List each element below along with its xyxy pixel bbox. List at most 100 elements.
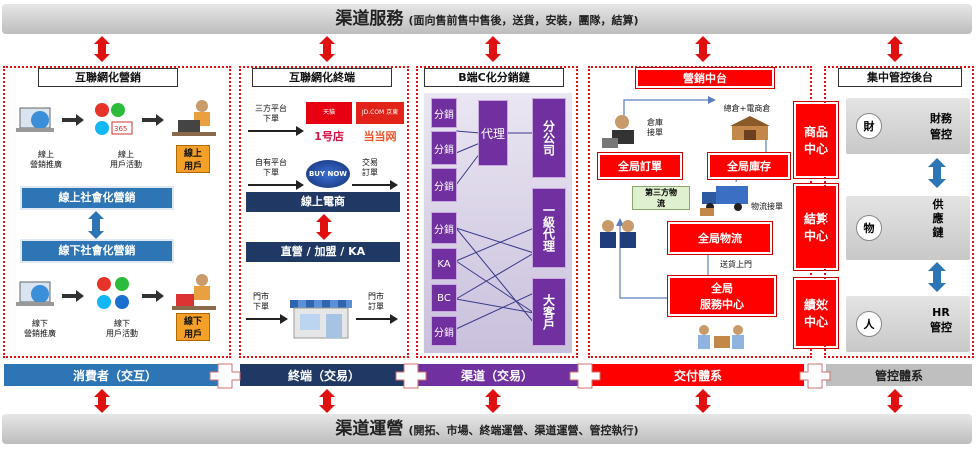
warehouse-icon xyxy=(730,116,770,140)
social-apps-icon xyxy=(97,277,129,309)
third-party-order-label: 三方平台 下單 xyxy=(255,104,287,123)
settlement-center-box[interactable]: 結算 中心 xyxy=(794,184,838,270)
third-party-logistics-box: 第三方物 流 xyxy=(632,186,690,210)
double-arrow-icon xyxy=(928,262,946,292)
tab-channel: 渠道（交易） xyxy=(416,364,578,386)
dangdang-logo-text: 当当网 xyxy=(363,130,397,143)
panel5-title: 集中管控後台 xyxy=(838,68,962,87)
arrow-right-icon xyxy=(142,114,164,126)
logistics-receive-label: 物流接單 xyxy=(751,202,783,211)
dist-left-5: BC xyxy=(431,284,457,312)
key-account-box: 大客戶 xyxy=(532,278,566,346)
offline-social-marketing: 線下社會化營銷 xyxy=(20,239,174,263)
buy-now-icon[interactable]: BUY NOW xyxy=(306,160,350,188)
red-vertical-double-arrow xyxy=(316,214,332,240)
plus-icon xyxy=(395,363,427,389)
global-service-box[interactable]: 全局 服務中心 xyxy=(668,276,776,316)
panel-internet-terminal xyxy=(239,66,409,358)
supply-label: 供 應 鏈 xyxy=(932,198,944,239)
online-ecommerce-bar: 線上電商 xyxy=(246,192,400,212)
team-icon xyxy=(600,220,636,248)
person-shopping-icon xyxy=(172,274,216,310)
tab-control: 管控體系 xyxy=(826,364,972,386)
finance-label: 財務 管控 xyxy=(930,112,952,141)
warehouse-top-label: 總倉+電商倉 xyxy=(723,104,771,113)
store-order-in-label: 門市 下單 xyxy=(253,292,269,311)
tmall-logo: 天貓 TMALL.COM xyxy=(306,102,352,138)
panel1-title: 互聯網化營銷 xyxy=(38,68,178,87)
plus-icon xyxy=(569,363,601,389)
tab-terminal: 終端（交易） xyxy=(240,364,408,386)
dist-left-1: 分銷 xyxy=(431,131,457,165)
truck-icon xyxy=(700,186,748,216)
offline-activity-label: 線下 用戶活動 xyxy=(106,319,138,338)
global-order-box[interactable]: 全局訂單 xyxy=(598,153,682,179)
computer-globe-icon xyxy=(16,107,54,132)
double-arrow-icon xyxy=(887,389,903,413)
online-activity-label: 線上 用戶活動 xyxy=(110,150,142,169)
person-laptop-icon xyxy=(172,100,216,136)
panel-central-backend xyxy=(824,66,974,358)
tmall-logo-text: 天貓 TMALL.COM xyxy=(311,109,347,138)
double-arrow-icon xyxy=(695,389,711,413)
global-logistics-box[interactable]: 全局物流 xyxy=(668,222,772,254)
dist-left-4: KA xyxy=(431,248,457,280)
branch-company-box: 分公司 xyxy=(532,98,566,178)
top-arrows xyxy=(94,36,903,62)
double-arrow-icon xyxy=(319,36,335,62)
top-band: 渠道服務 (面向售前售中售後，送貨，安裝，團隊，結算) xyxy=(2,4,972,34)
third-party-arrow xyxy=(248,126,304,136)
product-center-box[interactable]: 商品 中心 xyxy=(794,102,838,178)
tab-delivery: 交付體系 xyxy=(592,364,804,386)
double-arrow-icon xyxy=(319,389,335,413)
trade-order-label: 交易 訂單 xyxy=(362,158,378,177)
double-arrow-icon xyxy=(887,36,903,62)
store-out-arrow xyxy=(356,314,398,324)
direct-franchise-ka-bar: 直營 / 加盟 / KA xyxy=(246,242,400,262)
service-people-icon xyxy=(698,325,744,349)
double-arrow-icon xyxy=(695,36,711,62)
bottom-band-subtitle: (開拓、市場、終端運營、渠道運營、管控執行) xyxy=(408,424,639,437)
dist-left-3: 分銷 xyxy=(431,212,457,244)
blue-vertical-arrow-1 xyxy=(928,158,946,188)
own-platform-label: 自有平台 下單 xyxy=(255,158,287,177)
double-arrow-icon xyxy=(485,36,501,62)
arrow-right-icon xyxy=(62,290,84,302)
jd-logo: JD.COM 京東 xyxy=(356,102,404,124)
performance-center-box[interactable]: 績效 中心 xyxy=(794,278,838,348)
arrow-right-icon xyxy=(248,126,304,136)
blue-vertical-arrow-2 xyxy=(928,262,946,292)
delivery-label: 送貨上門 xyxy=(720,260,752,269)
double-arrow-icon xyxy=(94,36,110,62)
arrow-right-icon xyxy=(142,290,164,302)
offline-promo-label: 線下 營銷推廣 xyxy=(24,319,56,338)
bottom-band-title: 渠道運營 xyxy=(335,419,404,439)
third-party-logistics-text: 第三方物 流 xyxy=(645,188,677,208)
tab-consumer: 消費者（交互） xyxy=(4,364,226,386)
agent-box: 代理 xyxy=(478,100,508,166)
supply-chain-box: 物 供 應 鏈 xyxy=(846,196,970,260)
plus-icon xyxy=(799,363,831,389)
arrow-right-icon xyxy=(62,114,84,126)
double-arrow-icon xyxy=(485,389,501,413)
top-band-subtitle: (面向售前售中售後，送貨，安裝，團隊，結算) xyxy=(408,14,639,27)
arrow-right-icon xyxy=(352,180,398,190)
hr-circle: 人 xyxy=(856,311,882,337)
dangdang-logo: 当当网 xyxy=(356,128,404,146)
trade-order-arrow xyxy=(352,180,398,190)
global-inventory-box[interactable]: 全局庫存 xyxy=(708,153,790,179)
dist-left-0: 分銷 xyxy=(431,98,457,128)
finance-circle: 財 xyxy=(856,113,882,139)
double-arrow-icon xyxy=(88,211,104,239)
yhd-logo: 1号店 xyxy=(306,128,352,146)
store-in-arrow xyxy=(246,314,288,324)
panel-internet-marketing xyxy=(3,66,231,358)
online-promo-label: 線上 營銷推廣 xyxy=(30,150,62,169)
panel2-title: 互聯網化終端 xyxy=(252,68,392,87)
panel-b2c-distribution xyxy=(416,66,578,358)
online-social-marketing: 線上社會化營銷 xyxy=(20,186,174,210)
arrow-right-icon xyxy=(356,314,398,324)
panel4-title: 營銷中台 xyxy=(636,68,774,88)
store-icon xyxy=(290,300,352,339)
arrow-right-icon xyxy=(246,314,288,324)
